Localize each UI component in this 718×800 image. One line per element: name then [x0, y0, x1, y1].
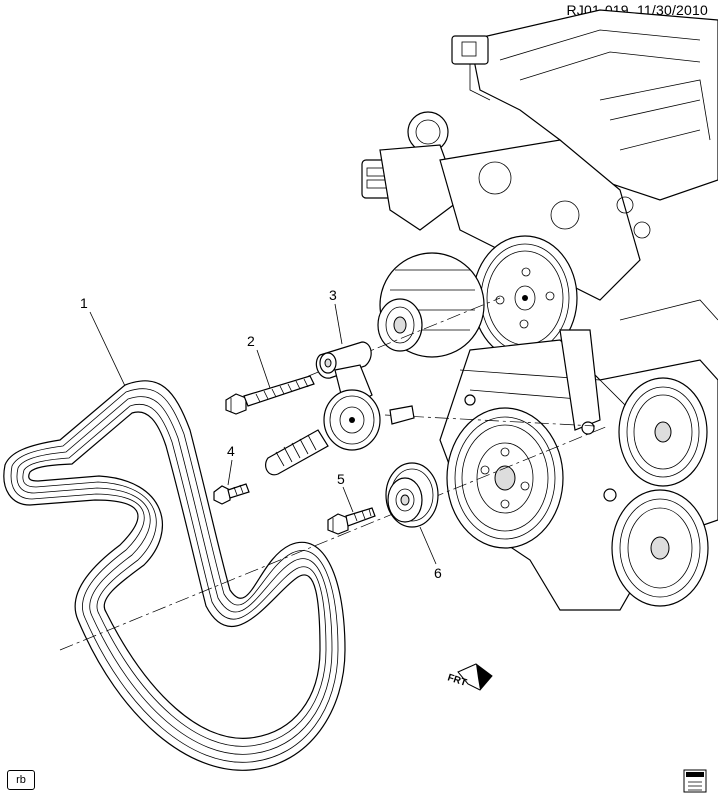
callout-labels: 1 2 3 4 5 6: [80, 287, 442, 581]
idler-pulley: [385, 462, 439, 528]
assembly-centerlines: [59, 297, 609, 651]
sensor-connector: [451, 35, 491, 101]
power-steering-pulley: [618, 377, 708, 487]
callout-2: 2: [247, 333, 255, 349]
idler-pulley-bolt: [327, 507, 376, 535]
leader-lines: [89, 303, 437, 565]
engine-assembly: [361, 9, 718, 611]
tensioner-bolt-short: [213, 483, 250, 505]
callout-1: 1: [80, 295, 88, 311]
callout-4: 4: [227, 443, 235, 459]
alternator: [377, 252, 485, 358]
belt-tensioner: [265, 341, 415, 476]
front-direction-arrow: FRT: [446, 663, 493, 691]
gm-logo-icon: [683, 769, 707, 793]
drive-belt: [3, 380, 346, 771]
ac-compressor-pulley: [611, 489, 709, 607]
callout-5: 5: [337, 471, 345, 487]
author-initials-box: rb: [7, 770, 35, 790]
callout-6: 6: [434, 565, 442, 581]
throttle-body: [361, 111, 461, 231]
crankshaft-pulley: [446, 407, 564, 549]
doc-date: 11/30/2010: [636, 2, 708, 18]
callout-3: 3: [329, 287, 337, 303]
tensioner-bolt-long: [225, 375, 315, 415]
